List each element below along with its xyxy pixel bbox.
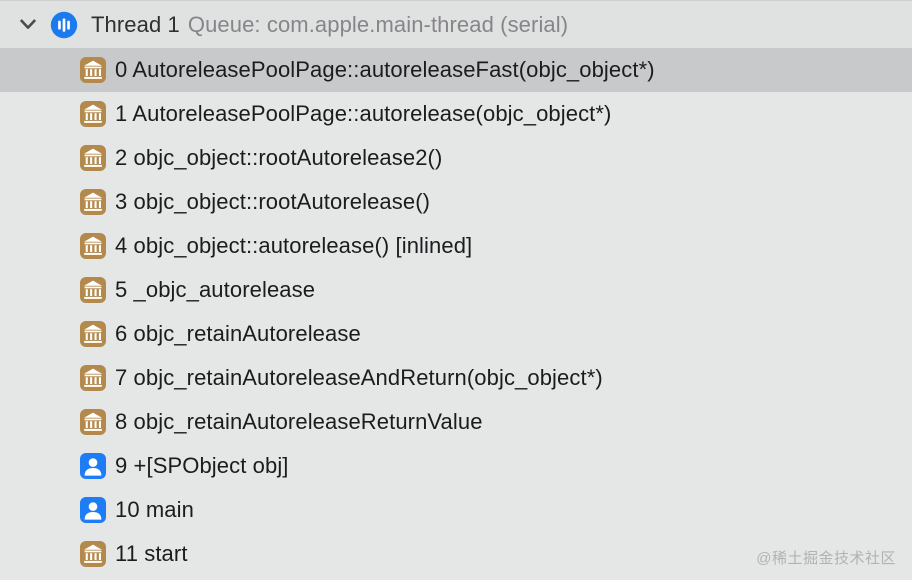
stack-frame-11[interactable]: 11 start <box>0 532 912 576</box>
system-library-icon <box>80 101 106 127</box>
frame-label: 5 _objc_autorelease <box>115 277 316 302</box>
thread-header-row[interactable]: Thread 1 Queue: com.apple.main-thread (s… <box>0 1 912 48</box>
system-library-icon <box>80 409 106 435</box>
stack-frame-2[interactable]: 2 objc_object::rootAutorelease2() <box>0 136 912 180</box>
stack-frame-4[interactable]: 4 objc_object::autorelease() [inlined] <box>0 224 912 268</box>
stack-frame-9[interactable]: 9 +[SPObject obj] <box>0 444 912 488</box>
system-library-icon <box>80 321 106 347</box>
system-library-icon <box>80 541 106 567</box>
thread-icon <box>50 11 78 39</box>
frame-label: 11 start <box>115 541 188 566</box>
frame-label: 8 objc_retainAutoreleaseReturnValue <box>115 409 483 434</box>
stack-frame-10[interactable]: 10 main <box>0 488 912 532</box>
user-code-person-icon <box>80 453 106 479</box>
frame-label: 10 main <box>115 497 194 522</box>
stack-frame-0[interactable]: 0 AutoreleasePoolPage::autoreleaseFast(o… <box>0 48 912 92</box>
stack-frame-3[interactable]: 3 objc_object::rootAutorelease() <box>0 180 912 224</box>
frame-label: 9 +[SPObject obj] <box>115 453 289 478</box>
chevron-down-icon[interactable] <box>18 18 38 32</box>
user-code-person-icon <box>80 497 106 523</box>
frame-label: 3 objc_object::rootAutorelease() <box>115 189 431 214</box>
system-library-icon <box>80 189 106 215</box>
stack-frame-7[interactable]: 7 objc_retainAutoreleaseAndReturn(objc_o… <box>0 356 912 400</box>
system-library-icon <box>80 233 106 259</box>
frame-label: 0 AutoreleasePoolPage::autoreleaseFast(o… <box>115 57 655 82</box>
frame-label: 6 objc_retainAutorelease <box>115 321 361 346</box>
stack-frame-8[interactable]: 8 objc_retainAutoreleaseReturnValue <box>0 400 912 444</box>
system-library-icon <box>80 145 106 171</box>
system-library-icon <box>80 277 106 303</box>
thread-queue-label: Queue: com.apple.main-thread (serial) <box>187 11 569 37</box>
system-library-icon <box>80 57 106 83</box>
frame-label: 4 objc_object::autorelease() [inlined] <box>115 233 473 258</box>
thread-title: Thread 1 <box>91 11 180 37</box>
stack-frame-6[interactable]: 6 objc_retainAutorelease <box>0 312 912 356</box>
stack-frame-5[interactable]: 5 _objc_autorelease <box>0 268 912 312</box>
frame-label: 1 AutoreleasePoolPage::autorelease(objc_… <box>115 101 612 126</box>
frame-label: 7 objc_retainAutoreleaseAndReturn(objc_o… <box>115 365 603 390</box>
stack-frame-1[interactable]: 1 AutoreleasePoolPage::autorelease(objc_… <box>0 92 912 136</box>
system-library-icon <box>80 365 106 391</box>
call-stack-list: 0 AutoreleasePoolPage::autoreleaseFast(o… <box>0 48 912 580</box>
frame-label: 2 objc_object::rootAutorelease2() <box>115 145 443 170</box>
